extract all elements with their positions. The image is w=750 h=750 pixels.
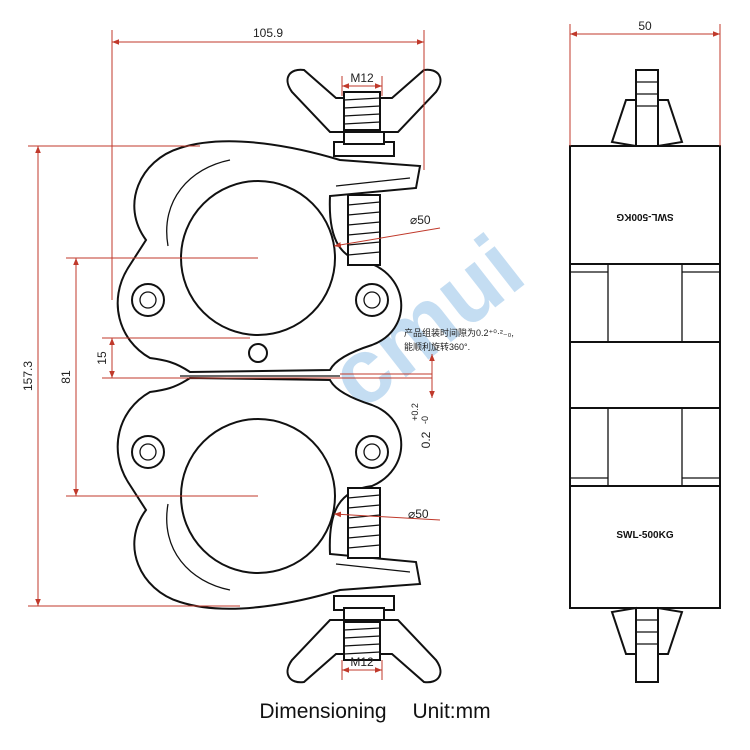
top-wing-thread-lines [343,97,381,125]
dim-line-dia-top [333,227,441,248]
caption-title: Dimensioning [259,700,387,723]
side-bottom-wing [610,606,684,655]
bottom-bolt-thread [347,487,381,559]
dim-dia-top: ⌀50 [410,213,431,227]
side-lower-block [569,485,721,609]
bottom-bolt-thread-lines [347,494,381,549]
side-upper-hinge [569,263,721,343]
front-view [116,68,442,684]
dim-line-dia-bottom [333,511,441,521]
front-dimensions: 105.9 M12 ⌀50 157.3 81 15 0.2 +0.2 -0 产品… [21,26,514,680]
bottom-left-pin [131,435,165,469]
dim-total-width: 105.9 [253,26,283,40]
dim-dia-bottom: ⌀50 [408,507,429,521]
top-right-pin [355,283,389,317]
side-lower-hinge-lines [570,408,720,486]
bottom-clamp-inner [166,503,411,591]
side-upper-block [569,145,721,265]
dim-m12-top: M12 [350,71,374,85]
caption-unit: Unit:mm [412,700,491,723]
top-left-pin [131,283,165,317]
dim-center-distance: 81 [59,370,73,384]
bottom-right-pin [355,435,389,469]
side-center-joint [569,341,721,409]
bottom-left-pin-inner [139,443,157,461]
top-left-pin-inner [139,291,157,309]
caption: Dimensioning Unit:mm [0,700,750,724]
side-bottom-bolt [635,607,659,683]
side-upper-hinge-lines [570,264,720,342]
center-rivet [248,343,268,363]
side-plate-bottom-label: SWL-500KG [616,530,673,541]
side-bottom-bolt-lines [636,619,658,645]
top-clamp-inner [166,159,411,247]
top-bolt-thread-lines [347,201,381,256]
bottom-wing-thread-lines [343,627,381,655]
side-top-wing [610,99,684,148]
assembly-note-line1: 产品组装时间隙为0.2⁺⁰·²₋₀, [404,327,514,338]
top-right-pin-inner [363,291,381,309]
dim-gap-tol-upper: +0.2 [410,403,420,421]
dim-gap-tolerance: 0.2 [419,431,433,448]
dim-side-width: 50 [638,19,652,33]
side-plate-top-label: SWL-500KG [616,211,673,222]
side-top-bolt-lines [636,81,658,107]
dim-hinge-offset: 15 [95,351,109,365]
bottom-right-pin-inner [363,443,381,461]
dim-m12-bottom: M12 [350,655,374,669]
side-view: SWL-500KG SWL-500KG 50 [569,19,721,683]
dim-gap-tol-lower: -0 [420,416,430,424]
side-lower-hinge [569,407,721,487]
assembly-note-line2: 能顺利旋转360°. [404,341,470,352]
dim-total-height: 157.3 [21,361,35,391]
